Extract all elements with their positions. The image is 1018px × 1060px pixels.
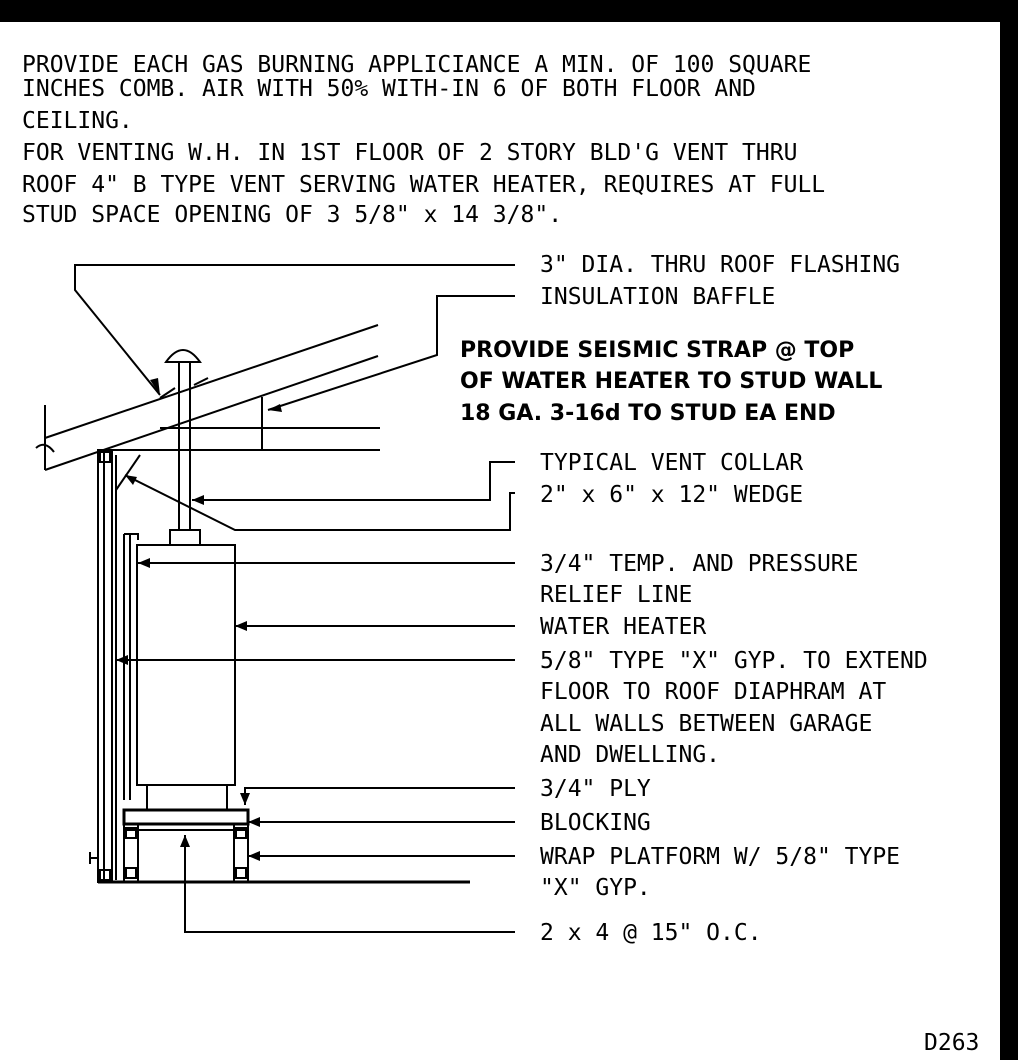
note-line-3: CEILING.: [22, 108, 133, 134]
callout-gyp-1: 5/8" TYPE "X" GYP. TO EXTEND: [540, 648, 928, 674]
callout-gyp-4: AND DWELLING.: [540, 742, 720, 768]
callout-flashing: 3" DIA. THRU ROOF FLASHING: [540, 252, 900, 278]
callouts: 3" DIA. THRU ROOF FLASHING INSULATION BA…: [460, 252, 928, 946]
water-heater-tank: [136, 529, 236, 811]
callout-gyp-2: FLOOR TO ROOF DIAPHRAM AT: [540, 679, 886, 705]
note-line-2: INCHES COMB. AIR WITH 50% WITH-IN 6 OF B…: [22, 76, 756, 102]
callout-ply: 3/4" PLY: [540, 776, 651, 802]
note-line-1: PROVIDE EACH GAS BURNING APPLICIANCE A M…: [22, 52, 811, 78]
callout-baffle: INSULATION BAFFLE: [540, 284, 775, 310]
relief-line: [123, 533, 139, 800]
callout-blocking: BLOCKING: [540, 810, 651, 836]
platform: [98, 808, 470, 884]
general-notes: PROVIDE EACH GAS BURNING APPLICIANCE A M…: [22, 52, 825, 228]
callout-seismic-2: OF WATER HEATER TO STUD WALL: [460, 369, 882, 394]
callout-heater: WATER HEATER: [540, 614, 706, 640]
callout-seismic-1: PROVIDE SEISMIC STRAP @ TOP: [460, 338, 854, 363]
leader-lines: [74, 264, 515, 933]
callout-wrap-2: "X" GYP.: [540, 875, 651, 901]
callout-relief-1: 3/4" TEMP. AND PRESSURE: [540, 551, 859, 577]
callout-collar: TYPICAL VENT COLLAR: [540, 450, 803, 476]
right-border-bar: [1000, 0, 1018, 1060]
top-border-bar: [0, 0, 1018, 22]
roof-assembly: [35, 324, 380, 471]
callout-studs: 2 x 4 @ 15" O.C.: [540, 920, 762, 946]
drawing-id: D263: [924, 1030, 979, 1056]
callout-wedge: 2" x 6" x 12" WEDGE: [540, 482, 803, 508]
callout-gyp-3: ALL WALLS BETWEEN GARAGE: [540, 711, 872, 737]
note-line-5: ROOF 4" B TYPE VENT SERVING WATER HEATER…: [22, 172, 825, 198]
garage-wall: [89, 449, 141, 883]
callout-relief-2: RELIEF LINE: [540, 582, 692, 608]
callout-seismic-3: 18 GA. 3-16d TO STUD EA END: [460, 401, 836, 426]
arrowheads: [116, 378, 282, 861]
note-line-6: STUD SPACE OPENING OF 3 5/8" x 14 3/8".: [22, 202, 562, 228]
callout-wrap-1: WRAP PLATFORM W/ 5/8" TYPE: [540, 844, 900, 870]
note-line-4: FOR VENTING W.H. IN 1ST FLOOR OF 2 STORY…: [22, 140, 797, 166]
